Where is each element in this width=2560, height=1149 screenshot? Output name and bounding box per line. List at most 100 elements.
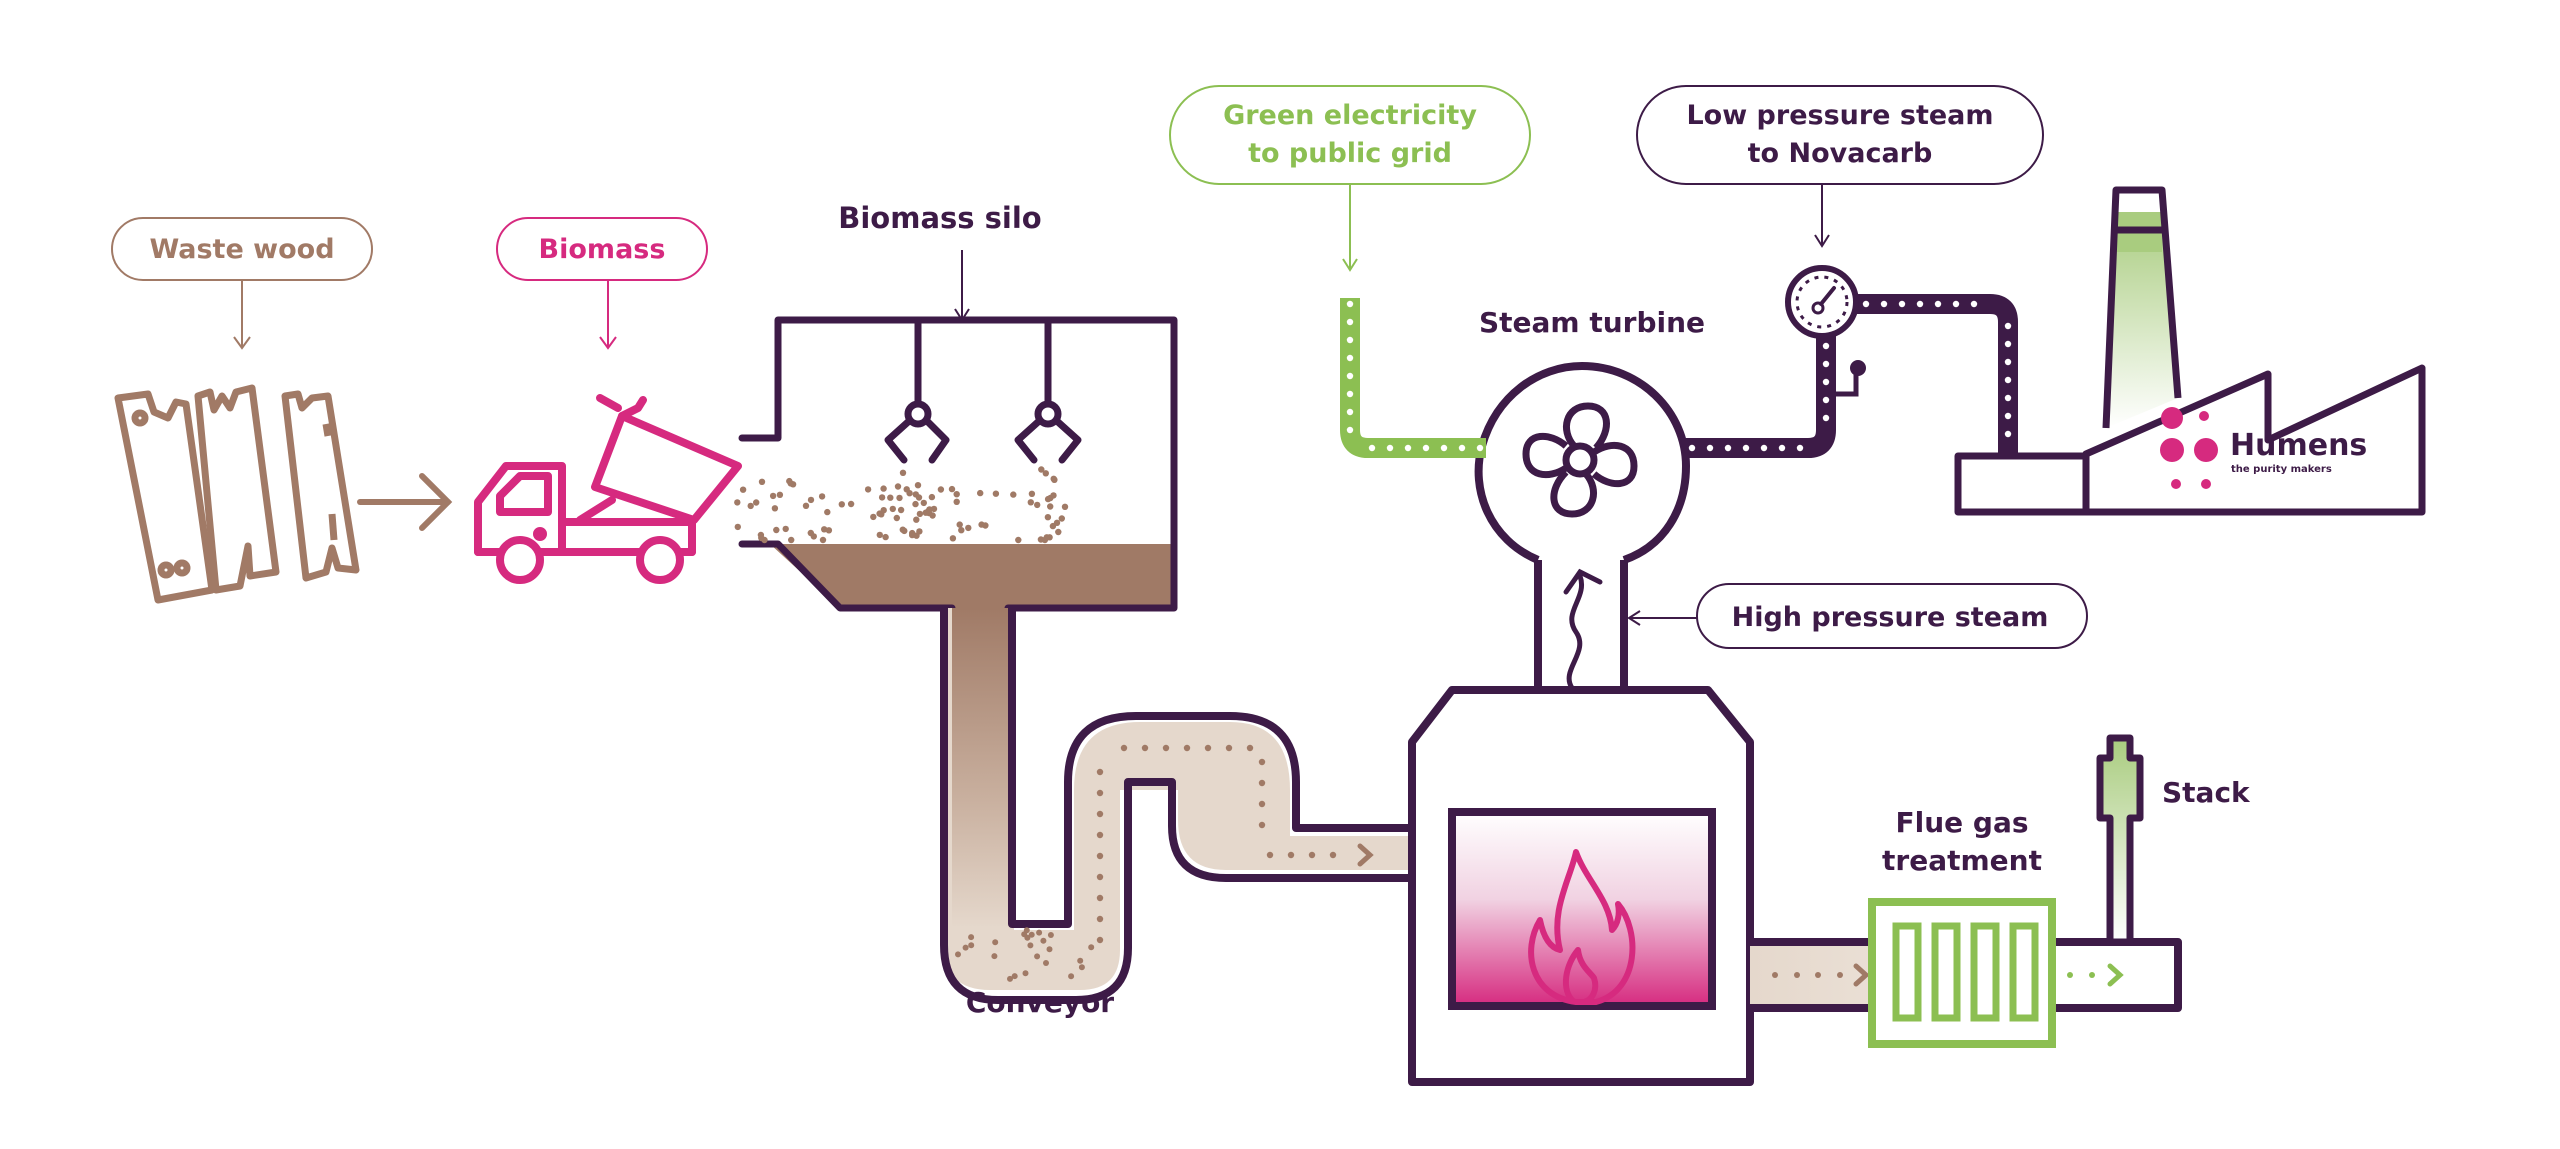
conveyor-track-dot [1162,744,1170,752]
pipe-dot [1862,300,1870,308]
biomass-particle [776,491,784,498]
pipe-dot [1916,300,1924,308]
biomass-particle [953,498,960,505]
biomass-particle [913,516,920,523]
biomass-particle [962,944,969,951]
biomass-particle [1043,534,1051,541]
pipe-dot [1688,444,1696,452]
biomass-particle [916,510,924,518]
biomass-particle [929,512,936,519]
biomass-particle [807,496,815,504]
pipe-dot [1368,444,1376,452]
biomass-particle [903,486,910,493]
biomass-particle [965,524,972,532]
pipe-dot [1346,408,1354,416]
biomass-particle [992,490,1000,497]
pipe-dot [1346,300,1354,308]
biomass-particle [977,489,984,497]
biomass-particle [968,942,975,949]
pipe-dot [1822,378,1830,386]
conveyor-track-dot [1096,768,1104,776]
conveyor-track-dot [1308,851,1316,859]
biomass-label: Biomass [539,234,666,265]
biomass-particle [1042,470,1050,477]
biomass-particle [901,527,908,535]
pipe-dot [1386,444,1394,452]
biomass-particle [1007,975,1013,982]
pipe-dot [1346,372,1354,380]
clean-gas-arrow-icon [2107,963,2124,987]
biomass-particle [1088,944,1095,951]
conveyor-track-dot [1096,831,1104,839]
biomass-particle [897,506,905,514]
arrow-to-truck-icon [357,473,453,531]
conveyor-track-dot [1096,852,1104,860]
pipe-dot [1346,426,1354,434]
conveyor-icon [940,608,1412,1004]
pipe-dot [1778,444,1786,452]
biomass-particle [838,501,845,508]
biomass-particle [922,509,929,516]
biomass-particle [1037,536,1045,543]
pipe-dot [1404,444,1412,452]
biomass-particle [894,483,902,490]
biomass-particle [887,494,894,501]
biomass-particle [773,526,780,534]
biomass-particle [761,536,768,544]
pipe-dot [2004,322,2012,330]
biomass-particle [937,486,945,493]
biomass-particle [782,525,789,533]
conveyor-track-dot [1204,744,1212,752]
pipe-dot [1952,300,1960,308]
conveyor-track-dot [1225,744,1233,752]
biomass-particle [991,953,998,960]
biomass-particle [1043,960,1049,966]
biomass-particle [788,536,795,544]
biomass-particle [878,494,886,501]
factory-icon [1954,186,2426,516]
pipe-dot [1880,300,1888,308]
biomass-particle [930,505,938,513]
biomass-particle [1028,490,1036,497]
pipe-dot [1346,336,1354,344]
biomass-particle [880,507,887,514]
conveyor-track-dot [1266,851,1274,859]
biomass-particle [824,508,831,516]
biomass-particle [955,951,961,958]
flue-gas-label-line2: treatment [1882,844,2042,877]
low-pressure-steam-callout: Low pressure steam to Novacarb [1636,85,2044,248]
biomass-particle [1040,937,1047,944]
boiler-flame-icon [1408,686,1754,1086]
biomass-particle [948,485,956,493]
steam-turbine-label: Steam turbine [1479,306,1705,339]
pipe-dot [1898,300,1906,308]
biomass-particle [958,527,965,534]
conveyor-track-dot [1258,821,1266,829]
biomass-particle [747,502,754,510]
pipe-dot [1934,300,1942,308]
biomass-particle [1034,953,1041,960]
biomass-pill [496,217,708,281]
biomass-particle [1022,970,1029,977]
high-pressure-label: High pressure steam [1732,602,2049,633]
biomass-particle [1055,528,1062,536]
biomass-particle [769,492,777,500]
conveyor-track-dot [1258,758,1266,766]
biomass-particle [1023,927,1030,934]
pipe-dot [1346,318,1354,326]
biomass-particle [912,500,919,508]
biomass-particle [819,536,827,544]
pipe-dot [1822,342,1830,350]
green-electricity-callout: Green electricity to public grid [1169,85,1531,272]
biomass-particle [949,535,957,542]
conveyor-track-dot [1096,873,1104,881]
biomass-particle [882,533,889,541]
biomass-particle [1051,476,1058,483]
flue-flow-arrow-icon [1853,963,1870,987]
biomass-particle [771,505,779,512]
pipe-dot [1822,414,1830,422]
biomass-particle [739,486,747,493]
biomass-particle [734,499,741,506]
humens-logo-name: Humens [2230,428,2367,463]
conveyor-track-dot [1246,744,1254,752]
